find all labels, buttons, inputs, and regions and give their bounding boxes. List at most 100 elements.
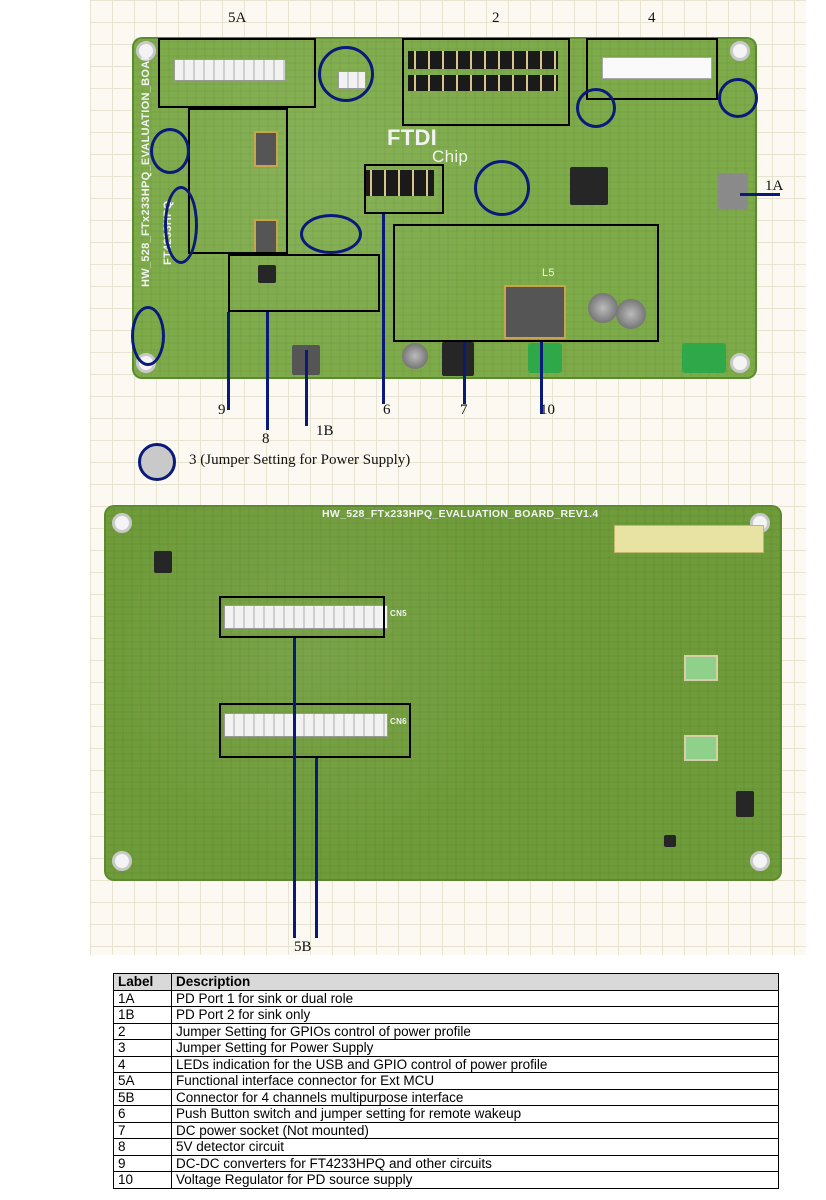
callout-box-6: [364, 164, 444, 214]
electrolytic-capacitor: [616, 299, 646, 329]
leader-line-8: [266, 312, 269, 430]
inductor-l6: [254, 131, 278, 167]
callout-box-2: [402, 38, 570, 126]
leader-line-9: [227, 312, 230, 410]
cell-description: DC power socket (Not mounted): [171, 1121, 779, 1139]
cn6-silkscreen: CN6: [390, 717, 407, 726]
table-header-row: Label Description: [113, 973, 779, 991]
callout-ring: [131, 306, 165, 366]
column-header-description: Description: [171, 973, 779, 991]
cell-label: 6: [113, 1105, 172, 1123]
cell-description: Functional interface connector for Ext M…: [171, 1072, 779, 1090]
callout-box-9: [188, 108, 288, 254]
callout-label-1b: 1B: [316, 423, 334, 439]
mounting-hole: [730, 41, 750, 61]
cell-label: 5A: [113, 1072, 172, 1090]
board-vertical-title: HW_528_FTx233HPQ_EVALUATION_BOARD: [140, 44, 152, 287]
callout-label-10: 10: [540, 402, 555, 418]
leader-line-5b: [293, 638, 296, 938]
electrolytic-capacitor: [588, 293, 618, 323]
fuse-f2: [684, 735, 718, 761]
callout-ring: [150, 128, 190, 174]
dc-power-socket: [442, 342, 474, 376]
callout-box-10: [393, 224, 659, 342]
legend-text: 3 (Jumper Setting for Power Supply): [189, 452, 411, 468]
cn7-connector: [174, 59, 286, 81]
callout-label-4: 4: [648, 10, 656, 26]
cell-description: 5V detector circuit: [171, 1138, 779, 1156]
callout-ring: [164, 186, 198, 264]
callout-ring: [318, 46, 374, 102]
cn5-silkscreen: CN5: [390, 609, 407, 618]
ic: [664, 835, 676, 847]
cell-description: Connector for 4 channels multipurpose in…: [171, 1088, 779, 1106]
pcb-bottom-view: HW_528_FTx233HPQ_EVALUATION_BOARD_REV1.4…: [104, 505, 782, 881]
cell-label: 9: [113, 1154, 172, 1172]
inductor: [254, 219, 278, 255]
cell-label: 4: [113, 1055, 172, 1073]
leader-line-6: [382, 214, 385, 404]
ftdi-logo: FTDI: [387, 125, 438, 150]
cell-description: Jumper Setting for Power Supply: [171, 1039, 779, 1057]
mounting-hole: [112, 513, 132, 533]
cn6-connector: [224, 713, 388, 737]
chip-logo: Chip: [432, 147, 469, 166]
fuse-f1: [684, 655, 718, 681]
terminal-block: [682, 343, 726, 373]
gpio-jumper-header: [408, 75, 558, 91]
cell-label: 10: [113, 1171, 172, 1189]
callout-label-5a: 5A: [228, 10, 247, 26]
callout-box-5b-lower: [219, 703, 411, 758]
mounting-hole: [112, 851, 132, 871]
gpio-jumper-header: [408, 51, 558, 69]
callout-label-8: 8: [262, 431, 270, 447]
column-header-label: Label: [113, 973, 172, 991]
cell-label: 3: [113, 1039, 172, 1057]
cell-description: LEDs indication for the USB and GPIO con…: [171, 1055, 779, 1073]
leader-line-1b: [305, 350, 308, 426]
ic: [736, 791, 754, 817]
pcb-top-view: FTDI Chip L5 HW_528_FTx233HPQ_EVALUATION…: [132, 37, 757, 379]
callout-ring: [576, 88, 616, 128]
cell-description: Voltage Regulator for PD source supply: [171, 1171, 779, 1189]
leader-line-5b: [315, 758, 318, 938]
callout-label-1a: 1A: [765, 178, 784, 194]
cell-description: PD Port 1 for sink or dual role: [171, 989, 779, 1007]
inductor-l5: [504, 285, 566, 339]
cell-label: 7: [113, 1121, 172, 1139]
cell-description: DC-DC converters for FT4233HPQ and other…: [171, 1154, 779, 1172]
leader-line-7: [463, 342, 466, 404]
cell-label: 2: [113, 1022, 172, 1040]
callout-box-4: [586, 38, 718, 100]
main-ic: [570, 167, 608, 205]
legend-ring-icon: [138, 443, 176, 481]
ic: [154, 551, 172, 573]
mounting-hole: [730, 353, 750, 373]
callout-box-5a: [158, 38, 316, 108]
terminal-block: [528, 343, 562, 373]
leader-line-10: [540, 342, 543, 414]
cell-label: 1B: [113, 1006, 172, 1024]
cell-description: Jumper Setting for GPIOs control of powe…: [171, 1022, 779, 1040]
callout-label-9: 9: [218, 402, 226, 418]
bottom-board-title: HW_528_FTx233HPQ_EVALUATION_BOARD_REV1.4: [322, 508, 599, 520]
callout-ring: [300, 214, 362, 254]
callout-label-5b: 5B: [294, 939, 312, 955]
cell-label: 5B: [113, 1088, 172, 1106]
pad-array: [614, 525, 764, 553]
cell-label: 8: [113, 1138, 172, 1156]
l5-silkscreen: L5: [542, 267, 555, 279]
cn5-connector: [224, 605, 388, 629]
callout-label-7: 7: [460, 402, 468, 418]
